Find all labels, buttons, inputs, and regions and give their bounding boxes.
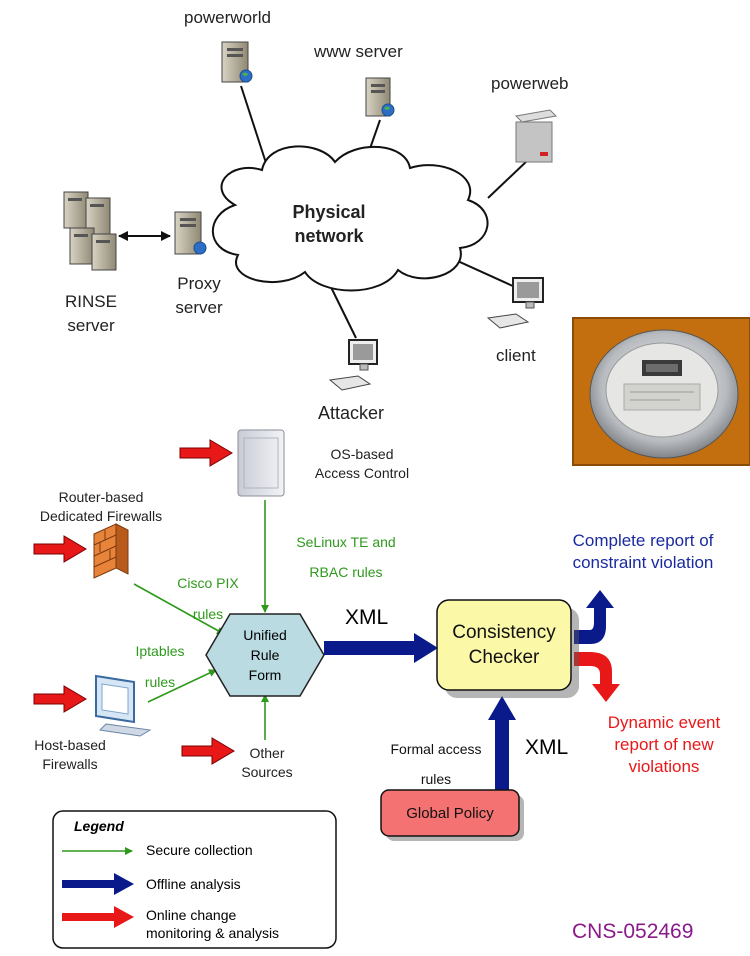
www-server-label: www server [314,42,403,61]
rinse-label-line1: RINSE [65,292,117,311]
global-policy-shape [380,789,520,837]
os-access-control-icon [237,429,285,497]
complete-label-line2: constraint violation [572,553,714,572]
legend-online-line2: monitoring & analysis [146,925,280,941]
formal-label-line1: Formal access [390,741,482,757]
complete-report-label: Complete report of constraint violation [536,530,750,574]
checker-label-line1: Consistency [452,622,556,643]
host-label-line1: Host-based [34,737,106,753]
offline-arrow-policy [488,696,516,812]
formal-label-line2: rules [420,771,452,787]
legend-offline-label: Offline analysis [146,876,241,892]
attacker-computer-icon [328,339,378,391]
os-label-line2: Access Control [314,465,410,481]
other-label-line1: Other [249,745,285,761]
router-label-line2: Dedicated Firewalls [39,508,163,524]
legend-online-label: Online change monitoring & analysis [146,906,279,942]
xml-label-top: XML [345,606,389,629]
consistency-checker-label: Consistency Checker [437,600,571,690]
selinux-label-line2: RBAC rules [309,564,383,580]
rinse-label-line2: server [67,316,115,335]
output-arrow-complete [574,590,614,644]
link-powerworld [240,85,268,167]
iptables-label-line2: rules [144,674,176,690]
offline-arrows [324,590,614,812]
iptables-label-line1: Iptables [135,643,185,659]
attacker-label: Attacker [318,403,385,423]
online-arrow-router [33,535,87,563]
cisco-label-line1: Cisco PIX [177,575,239,591]
proxy-label-line1: Proxy [177,274,221,293]
unified-label-line2: Rule [250,647,280,663]
legend-secure-label: Secure collection [146,842,253,858]
unified-label-line1: Unified [243,627,287,643]
selinux-label-line1: SeLinux TE and [296,534,396,550]
router-firewall-label: Router-based Dedicated Firewalls [16,488,186,526]
rinse-server-icon [63,191,117,271]
unified-label-line3: Form [248,667,282,683]
host-firewall-icon [95,674,152,737]
cloud-label-line2: network [294,226,364,246]
electric-meter-photo [572,317,750,466]
other-sources-label: Other Sources [232,744,302,782]
grant-number: CNS-052469 [572,920,694,943]
proxy-server-label: Proxy server [163,272,235,320]
online-arrow-host [33,685,87,713]
www-server-icon [365,77,395,117]
output-arrow-dynamic [574,652,620,702]
dynamic-label-line2: report of new [614,735,714,754]
os-access-control-label: OS-based Access Control [292,445,432,483]
link-powerweb [487,159,529,199]
client-label: client [496,346,536,365]
offline-arrow-xml [324,633,438,663]
online-arrow-os [179,439,233,467]
legend-online-line1: Online change [146,907,237,923]
cloud-label: Physical network [264,200,394,248]
legend-title: Legend [74,818,124,834]
legend-offline-arrow [62,873,134,895]
physical-network-cloud [211,145,489,292]
consistency-checker-shape [436,599,572,691]
global-policy-label: Global Policy [406,804,494,822]
host-label-line2: Firewalls [42,756,98,772]
secure-arrows [133,500,269,740]
selinux-rules-label: SeLinux TE and RBAC rules [276,527,416,587]
complete-label-line1: Complete report of [572,531,714,550]
os-label-line1: OS-based [330,446,394,462]
cisco-pix-rules-label: Cisco PIX rules [158,568,258,630]
cloud-label-line1: Physical [292,202,366,222]
checker-label-line2: Checker [468,647,540,668]
online-arrows [33,439,235,765]
dynamic-label-line1: Dynamic event [607,713,721,732]
unified-rule-form-label: Unified Rule Form [206,614,324,696]
xml-label-bottom: XML [525,736,569,759]
client-computer-icon [486,277,544,329]
powerweb-label: powerweb [491,74,569,93]
formal-access-rules-label: Formal access rules [370,734,502,794]
router-firewall-icon [93,523,129,579]
rinse-server-label: RINSE server [54,290,128,338]
legend-box [52,810,337,949]
legend-online-arrow [62,906,134,928]
powerworld-label: powerworld [184,8,271,27]
router-label-line1: Router-based [58,489,144,505]
other-label-line2: Sources [241,764,293,780]
powerweb-server-icon [514,109,558,163]
iptables-rules-label: Iptables rules [120,636,200,698]
dynamic-report-label: Dynamic event report of new violations [578,712,750,778]
proxy-server-icon [174,211,207,255]
unified-rule-form-shape [205,613,325,697]
proxy-label-line2: server [175,298,223,317]
dynamic-label-line3: violations [628,757,700,776]
host-firewall-label: Host-based Firewalls [22,736,118,774]
cisco-label-line2: rules [192,606,224,622]
secure-arrow-router [133,583,225,635]
online-arrow-other [181,737,235,765]
secure-arrow-host [147,669,217,703]
powerworld-server-icon [221,41,253,83]
